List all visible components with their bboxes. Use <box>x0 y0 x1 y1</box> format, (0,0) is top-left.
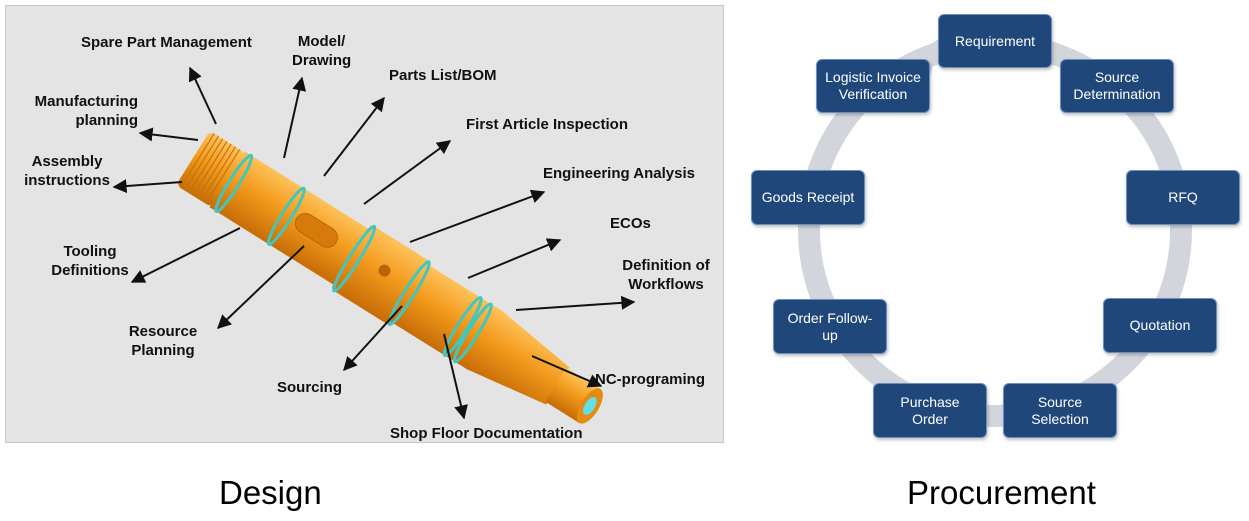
label-definition-of-workflows: Definition of Workflows <box>622 257 710 293</box>
label-tooling-definitions: Tooling Definitions <box>51 243 129 279</box>
design-panel: Spare Part Management Model/ Drawing Par… <box>5 5 724 443</box>
label-nc-programing: NC-programing <box>595 371 705 388</box>
label-ecos: ECOs <box>610 215 651 232</box>
machined-part-image <box>178 133 603 424</box>
design-caption: Design <box>219 474 322 511</box>
procurement-caption: Procurement <box>907 474 1096 511</box>
label-resource-planning: Resource Planning <box>128 323 198 359</box>
step-quotation: Quotation <box>1103 298 1217 353</box>
label-parts-list-bom: Parts List/BOM <box>389 67 497 84</box>
label-sourcing: Sourcing <box>277 379 343 396</box>
step-logistic-invoice-verification: Logistic Invoice Verification <box>816 59 930 113</box>
step-source-selection: Source Selection <box>1003 383 1117 438</box>
step-source-determination: Source Determination <box>1060 59 1174 113</box>
step-goods-receipt: Goods Receipt <box>751 170 865 225</box>
label-spare-part-management: Spare Part Management <box>81 34 252 51</box>
label-engineering-analysis: Engineering Analysis <box>543 165 695 182</box>
design-arrows <box>112 66 636 420</box>
label-shop-floor-documentation: Shop Floor Documentation <box>390 425 583 442</box>
label-first-article-inspection: First Article Inspection <box>466 116 628 133</box>
label-manufacturing-planning: Manufacturing planning <box>34 93 138 129</box>
step-requirement: Requirement <box>938 14 1052 68</box>
label-assembly-instructions: Assembly instructions <box>24 153 110 189</box>
label-model-drawing: Model/ Drawing <box>292 33 352 69</box>
step-purchase-order: Purchase Order <box>873 383 987 438</box>
step-order-follow-up: Order Follow- up <box>773 299 887 354</box>
step-rfq: RFQ <box>1126 170 1240 225</box>
design-drawing <box>112 66 636 424</box>
